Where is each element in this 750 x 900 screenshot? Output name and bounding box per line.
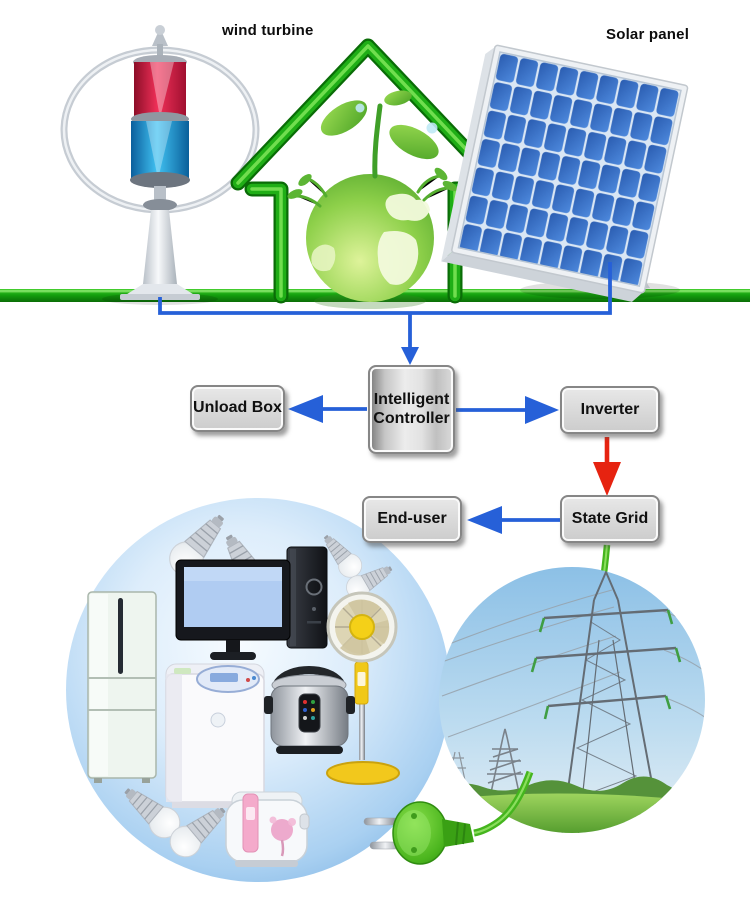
node-unload-box: Unload Box: [190, 385, 285, 432]
solar-panel-label: Solar panel: [606, 26, 690, 43]
pedestal-fan-icon: [326, 591, 400, 785]
power-grid-circle: [439, 567, 705, 833]
power-plug-icon: [363, 801, 474, 865]
node-state-grid: State Grid: [560, 495, 660, 543]
node-end-user: End-user: [362, 496, 462, 543]
green-earth-icon: [287, 90, 458, 309]
plug-cable: [473, 770, 534, 837]
rice-cooker-icon: [225, 791, 310, 867]
wiring-blue: [158, 262, 612, 522]
washing-machine-icon: [165, 663, 265, 808]
solar-panel-icon: [441, 44, 689, 302]
appliances-circle: [66, 498, 450, 882]
node-inverter: Inverter: [560, 386, 660, 434]
monitor-icon: [175, 559, 291, 660]
pressure-cooker-icon: [264, 666, 355, 754]
pc-tower-icon: [286, 546, 328, 649]
arrow-red: [593, 437, 621, 496]
fridge-icon: [87, 591, 157, 783]
wind-turbine-label: wind turbine: [222, 22, 314, 39]
arrowheads-blue: [288, 347, 559, 534]
node-intelligent-controller: Intelligent Controller: [368, 365, 455, 454]
wind-turbine-icon: [60, 25, 260, 305]
